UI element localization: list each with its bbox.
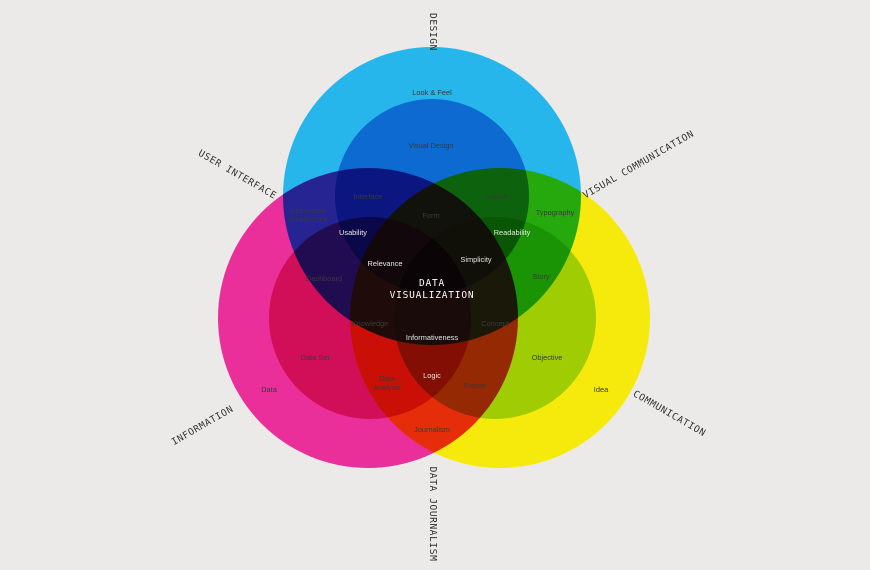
term-relevance: Relevance [368,259,403,268]
category-information: INFORMATION [170,404,236,448]
term-information-architecture-1: Information [290,206,327,215]
term-data-analysis-2: Analysis [373,383,401,392]
term-idea: Idea [594,385,609,394]
term-simplicity: Simplicity [460,255,492,264]
term-report: Report [464,381,486,390]
term-usability: Usability [339,228,367,237]
term-objective: Objective [532,353,563,362]
term-information-architecture-2: Architecture [288,215,327,224]
category-data-journalism: DATA JOURNALISM [427,467,438,562]
term-story: Story [532,272,550,281]
category-visual-communication: VISUAL COMMUNICATION [581,128,696,201]
term-readability: Readability [494,228,531,237]
term-interface: Interface [354,192,383,201]
term-concept: Concept [481,319,509,328]
term-look-feel: Look & Feel [412,88,452,97]
term-layout: Layout [485,192,507,201]
term-data-analysis-1: Data [379,374,396,383]
term-form: Form [422,211,439,220]
center-label-line2: VISUALIZATION [390,290,475,301]
term-visual-design: Visual Design [408,141,453,150]
term-typography: Typography [536,208,575,217]
term-data-set: Data Set [301,353,330,362]
category-user-interface: USER INTERFACE [196,148,278,202]
category-design: DESIGN [427,13,438,51]
term-journalism: Journalism [414,425,450,434]
category-communication: COMMUNICATION [631,389,708,440]
term-logic: Logic [423,371,441,380]
term-knowledge: Knowledge [352,319,389,328]
term-data: Data [261,385,278,394]
term-dashboard: Dashboard [306,274,342,283]
center-label-line1: DATA [419,278,445,289]
term-informativeness: Informativeness [406,333,458,342]
